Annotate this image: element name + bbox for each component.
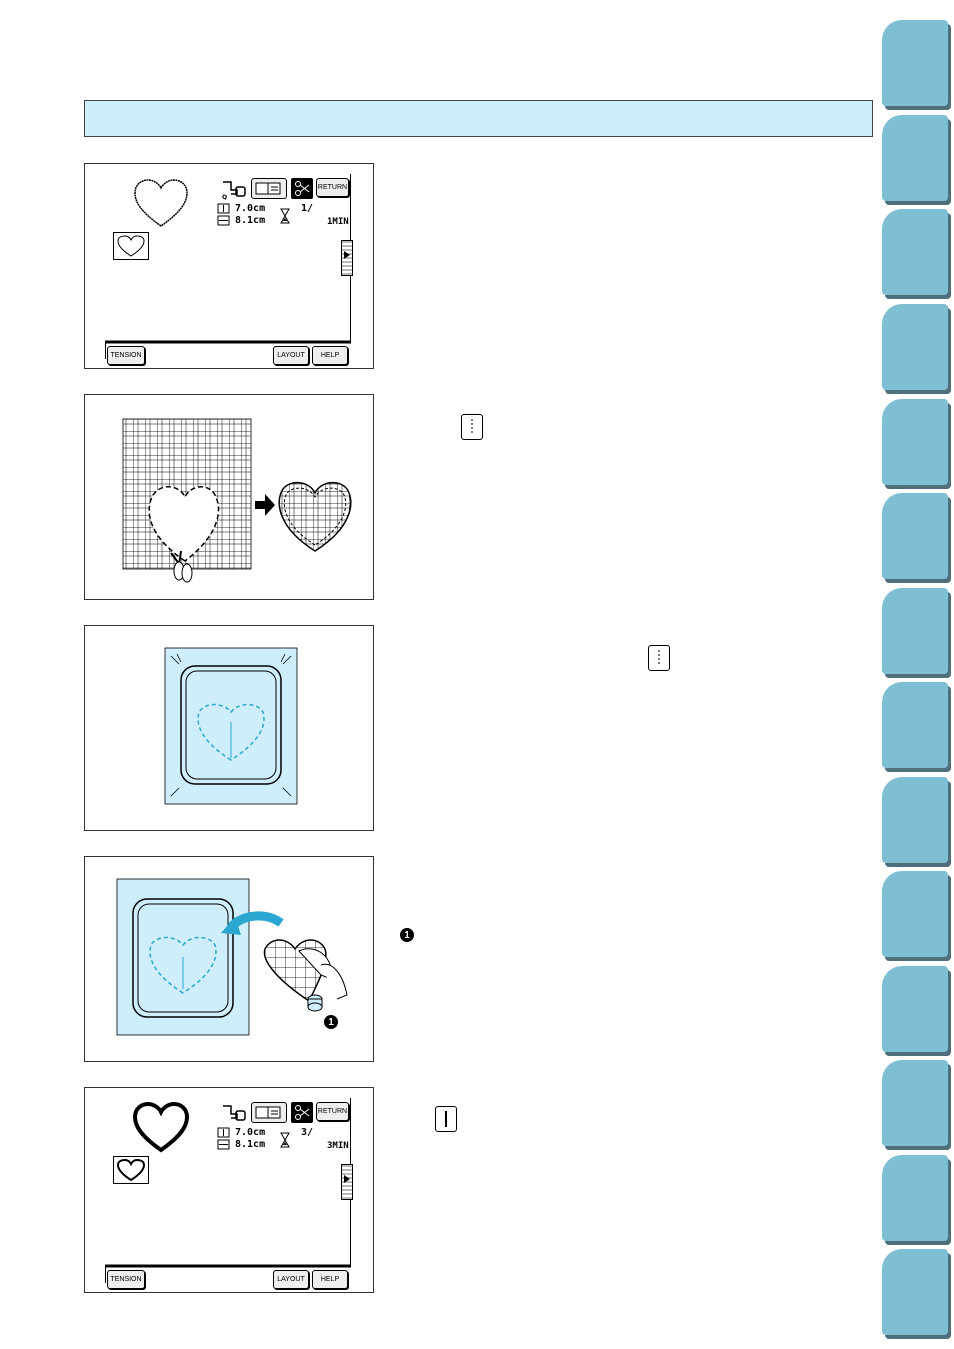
color-count: 1/ xyxy=(301,203,314,214)
embroidery-frame xyxy=(132,898,234,1018)
pattern-thumbnail[interactable] xyxy=(113,1156,149,1184)
bobbin-callout-marker: 1 xyxy=(324,1015,338,1029)
heart-thumbnail-icon xyxy=(117,235,145,257)
chapter-tab-12[interactable] xyxy=(882,1060,948,1146)
book-button[interactable] xyxy=(251,1102,287,1123)
scroll-panel[interactable] xyxy=(341,240,353,276)
section-header-bar xyxy=(84,100,873,137)
arrow-right-icon xyxy=(344,1175,350,1183)
chapter-tab-14[interactable] xyxy=(882,1249,948,1335)
chapter-tab-1[interactable] xyxy=(882,20,948,106)
heart-satin-icon xyxy=(133,1102,189,1153)
satin-stitch-key-icon xyxy=(435,1106,457,1132)
tension-button[interactable]: TENSION xyxy=(107,346,145,365)
hoop-placement-illustration xyxy=(164,647,298,805)
chapter-tab-10[interactable] xyxy=(882,871,948,957)
chapter-tab-13[interactable] xyxy=(882,1155,948,1241)
help-button[interactable]: HELP xyxy=(312,1270,348,1289)
heart-outline-icon xyxy=(134,179,188,227)
pattern-height: 7.0cm xyxy=(235,1127,266,1138)
pattern-thumbnail[interactable] xyxy=(113,232,149,260)
return-button[interactable]: RETURN xyxy=(316,178,349,197)
size-icons xyxy=(217,203,230,226)
arrow-right-icon xyxy=(255,494,275,516)
embroidery-frame xyxy=(180,665,282,785)
pattern-height: 7.0cm xyxy=(235,203,266,214)
step1-figure: Q RETURN 7.0cm 8.1cm xyxy=(84,163,374,369)
layout-button[interactable]: LAYOUT xyxy=(273,346,309,365)
chapter-tab-8[interactable] xyxy=(882,682,948,768)
sew-time: 3MIN xyxy=(327,1141,349,1151)
pattern-width: 8.1cm xyxy=(235,215,266,226)
lcd-screen: RETURN 7.0cm 8.1cm 3/ 3MIN TENSION LAYOU… xyxy=(105,1098,353,1289)
heart-thumbnail-icon xyxy=(116,1158,146,1182)
chapter-tab-9[interactable] xyxy=(882,777,948,863)
thread-cutter-button[interactable] xyxy=(291,178,313,199)
applique-placement-illustration xyxy=(116,878,348,1036)
chapter-tab-3[interactable] xyxy=(882,209,948,295)
tension-button[interactable]: TENSION xyxy=(107,1270,145,1289)
scissors-icon xyxy=(295,181,310,196)
chapter-tab-2[interactable] xyxy=(882,115,948,201)
lcd-screen: Q RETURN 7.0cm 8.1cm xyxy=(105,174,353,365)
presser-foot-icon: Q xyxy=(222,181,246,200)
sew-time: 1MIN xyxy=(327,217,349,227)
color-count: 3/ xyxy=(301,1127,314,1138)
straight-stitch-key-icon xyxy=(648,645,670,671)
layout-button[interactable]: LAYOUT xyxy=(273,1270,309,1289)
pattern-width: 8.1cm xyxy=(235,1139,266,1150)
chapter-tab-7[interactable] xyxy=(882,588,948,674)
book-button[interactable] xyxy=(251,178,287,199)
book-icon xyxy=(255,182,281,195)
lcd-frame xyxy=(105,174,351,359)
chapter-tab-4[interactable] xyxy=(882,304,948,390)
chapter-tab-5[interactable] xyxy=(882,399,948,485)
size-icons xyxy=(217,1127,230,1150)
chapter-tab-11[interactable] xyxy=(882,966,948,1052)
thread-cutter-button[interactable] xyxy=(291,1102,313,1123)
step2-figure xyxy=(84,394,374,600)
step4-callout-marker: 1 xyxy=(400,928,414,942)
lcd-frame xyxy=(105,1098,351,1283)
arrow-right-icon xyxy=(344,251,350,259)
cut-fabric-illustration xyxy=(122,418,352,583)
svg-text:Q: Q xyxy=(222,194,227,200)
step5-figure: RETURN 7.0cm 8.1cm 3/ 3MIN TENSION LAYOU… xyxy=(84,1087,374,1293)
chapter-tab-6[interactable] xyxy=(882,493,948,579)
help-button[interactable]: HELP xyxy=(312,346,348,365)
hourglass-icon xyxy=(280,1132,290,1148)
hourglass-icon xyxy=(280,208,290,224)
presser-foot-icon xyxy=(223,1105,246,1121)
scissors-icon xyxy=(295,1105,310,1120)
step4-figure xyxy=(84,856,374,1062)
step3-figure xyxy=(84,625,374,831)
book-icon xyxy=(255,1106,281,1119)
return-button[interactable]: RETURN xyxy=(316,1102,349,1121)
straight-stitch-key-icon xyxy=(461,414,483,440)
scroll-panel[interactable] xyxy=(341,1164,353,1200)
